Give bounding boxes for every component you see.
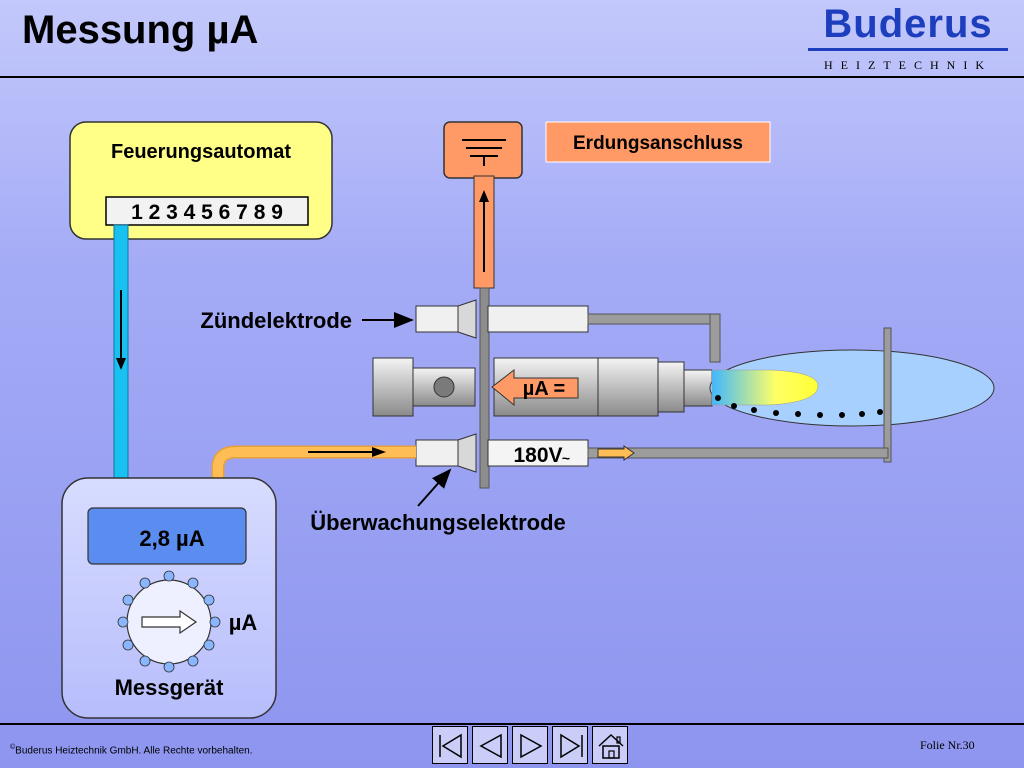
voltage-symbol: ~ <box>562 450 570 466</box>
buderus-logo: Buderus HEIZTECHNIK <box>806 2 1010 74</box>
terminal-strip-label: 1 2 3 4 5 6 7 8 9 <box>131 201 283 224</box>
meter-display <box>87 507 247 565</box>
dc-current-label: µA = <box>523 378 565 400</box>
earth-label-box <box>545 121 771 163</box>
home-button[interactable] <box>592 726 628 764</box>
slide-title: Messung µA <box>22 8 259 52</box>
meter-reading: 2,8 µA <box>139 526 204 551</box>
logo-rule <box>808 48 1008 51</box>
slide-number: Folie Nr.30 <box>920 738 975 752</box>
header-divider <box>0 76 1024 78</box>
controller-label: Feuerungsautomat <box>111 141 291 163</box>
dc-current-arrow <box>491 368 579 407</box>
previous-icon <box>479 733 502 759</box>
meter-label: Messgerät <box>115 675 225 700</box>
meter: 2,8 µA µA Messgerät <box>61 477 277 719</box>
footer-divider <box>0 723 1024 725</box>
monitoring-electrode <box>415 433 889 473</box>
earth-terminal <box>443 121 523 179</box>
copyright-symbol: © <box>10 744 16 751</box>
mounting-plate <box>479 287 490 489</box>
flame <box>709 327 995 463</box>
last-slide-button[interactable] <box>552 726 588 764</box>
controller-box: Feuerungsautomat 1 2 3 4 5 6 7 8 9 <box>69 121 333 240</box>
last-icon <box>560 733 583 759</box>
first-slide-button[interactable] <box>432 726 468 764</box>
copyright-text: Buderus Heiztechnik GmbH. Alle Rechte vo… <box>15 745 253 757</box>
ignition-electrode <box>415 299 721 363</box>
ignition-label: Zündelektrode <box>200 308 352 333</box>
meter-unit: µA <box>229 610 258 635</box>
monitoring-label: Überwachungselektrode <box>310 510 566 535</box>
terminal-strip <box>105 196 309 226</box>
copyright: ©Buderus Heiztechnik GmbH. Alle Rechte v… <box>10 744 253 756</box>
earth-label: Erdungsanschluss <box>573 133 743 154</box>
logo-name: Buderus <box>823 2 993 46</box>
dial-arrow <box>141 609 198 635</box>
logo-subtitle: HEIZTECHNIK <box>824 58 992 72</box>
previous-slide-button[interactable] <box>472 726 508 764</box>
home-icon <box>598 733 624 759</box>
next-icon <box>520 733 543 759</box>
first-icon <box>439 733 462 759</box>
next-slide-button[interactable] <box>512 726 548 764</box>
voltage-label: 180V <box>513 444 562 467</box>
